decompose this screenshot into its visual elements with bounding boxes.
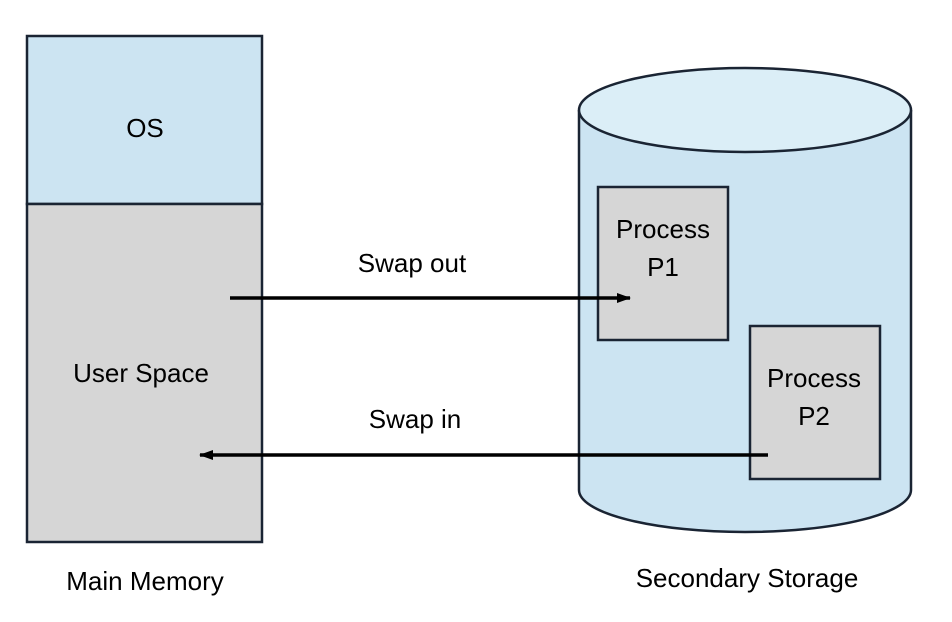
os-label: OS	[126, 113, 164, 143]
swap-in-label: Swap in	[369, 404, 462, 434]
process-p1-label-line2: P1	[647, 252, 679, 282]
swap-in-arrow: Swap in	[199, 404, 768, 460]
process-p2-rect	[748, 324, 882, 481]
main-memory-caption: Main Memory	[66, 566, 223, 596]
process-p2-box: Process P2	[748, 324, 882, 481]
process-p1-rect	[596, 185, 730, 342]
os-region	[25, 34, 264, 206]
main-memory: OS User Space	[25, 34, 264, 544]
secondary-storage-caption: Secondary Storage	[636, 563, 859, 593]
swap-out-arrow: Swap out	[230, 248, 631, 303]
user-space-label: User Space	[73, 358, 209, 388]
process-p1-label-line1: Process	[616, 214, 710, 244]
process-p2-label-line2: P2	[798, 401, 830, 431]
cylinder-top	[577, 66, 913, 154]
process-p1-box: Process P1	[596, 185, 730, 342]
swap-out-label: Swap out	[358, 248, 467, 278]
process-p2-label-line1: Process	[767, 363, 861, 393]
user-space-region	[25, 202, 264, 544]
